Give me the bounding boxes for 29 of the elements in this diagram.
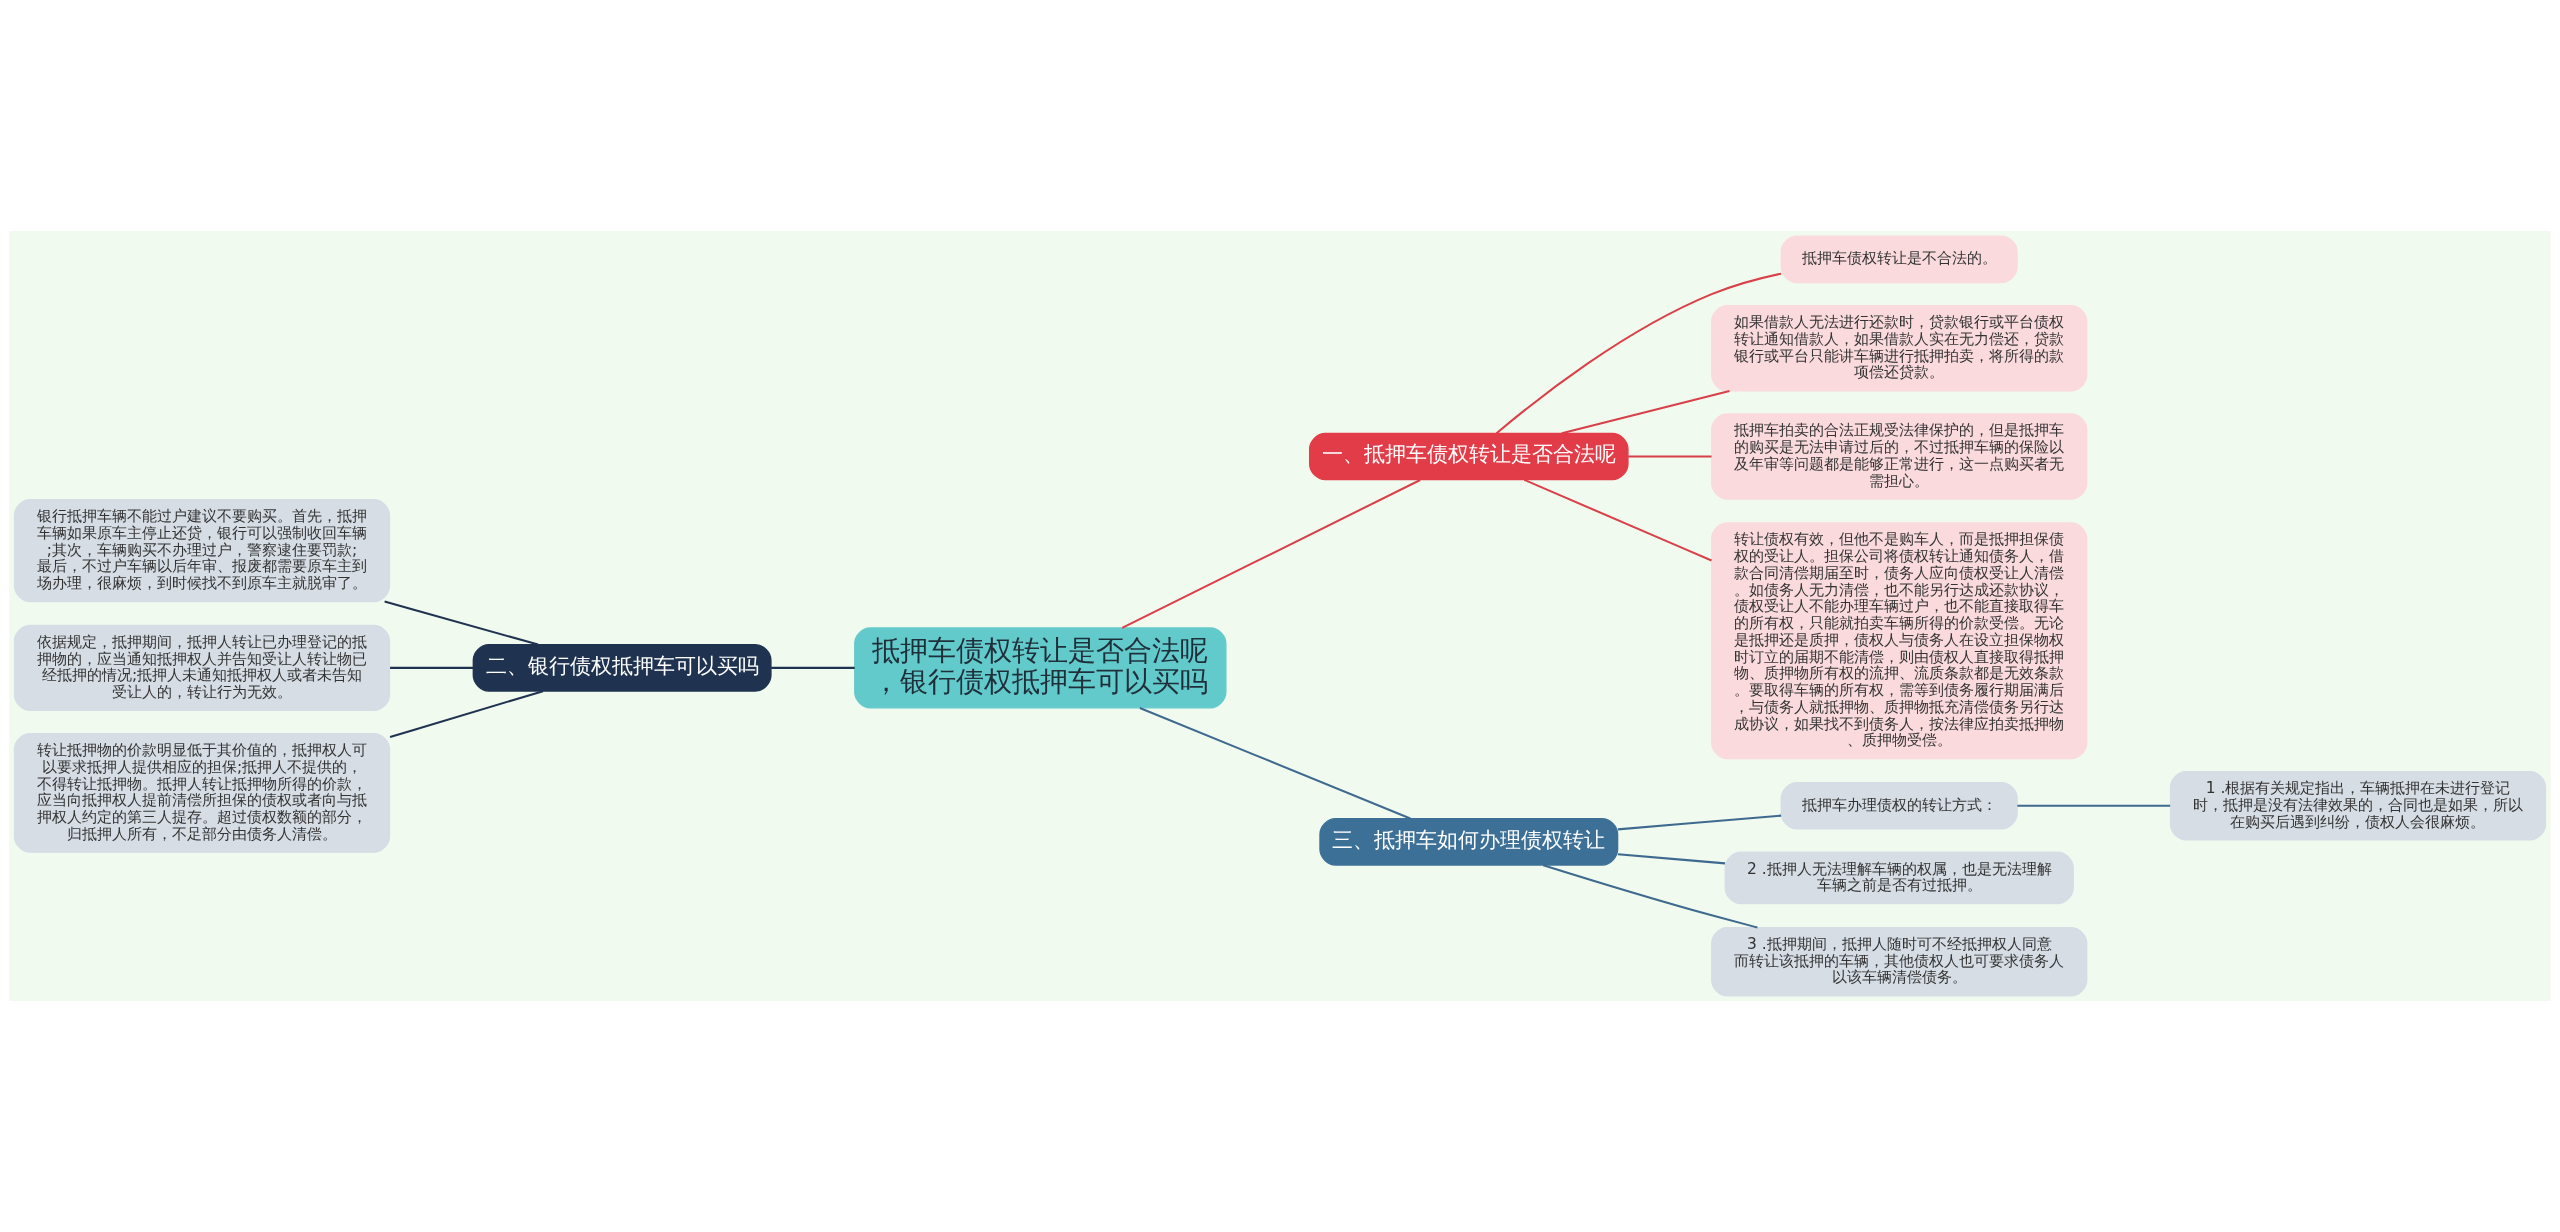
node-box: 一、抵押车债权转让是否合法呢 — [1309, 432, 1629, 481]
node-box: 银行抵押车辆不能过户建议不要购买。首先，抵押车辆如果原车主停止还贷，银行可以强制收回车辆;其次，车辆购买不办理过户，警察逮住要罚款;最后，不过户车辆以后年审、报废都需要原车主到场办理，很麻烦，到时候找不到原车主就脱审了。 — [13, 499, 391, 603]
connector — [1121, 479, 1421, 629]
connector — [390, 666, 474, 669]
node-box: 抵押车办理债权的转让方式： — [1780, 781, 2018, 830]
node-box: 如果借款人无法进行还款时，贷款银行或平台债权转让通知借款人，如果借款人实在无力偿还，贷款银行或平台只能讲车辆进行抵押拍卖，将所得的款项偿还贷款。 — [1711, 305, 2088, 392]
node-box: 抵押车债权转让是否合法呢，银行债权抵押车可以买吗 — [854, 627, 1227, 709]
connector — [1523, 478, 1712, 562]
connector — [2017, 804, 2171, 807]
node-box: 抵押车拍卖的合法正规受法律保护的，但是抵押车的购买是无法申请过后的，不过抵押车辆的保险以及年审等问题都是能够正常进行，这一点购买者无需担心。 — [1711, 413, 2088, 500]
connector — [771, 666, 855, 669]
node-box: 1 .根据有关规定指出，车辆抵押在未进行登记时，抵押是没有法律效果的，合同也是如果，所以在购买后遇到纠纷，债权人会很麻烦。 — [2169, 770, 2547, 841]
node-box: 3 .抵押期间，抵押人随时可不经抵押权人同意而转让该抵押的车辆，其他债权人也可要求债务人以该车辆清偿债务。 — [1711, 926, 2088, 997]
node-box: 转让抵押物的价款明显低于其价值的，抵押权人可以要求抵押人提供相应的担保;抵押人不提供的，不得转让抵押物。抵押人转让抵押物所得的价款，应当向抵押权人提前清偿所担保的债权或者向与抵押权人约定的第三人提存。超过债权数额的部分，归抵押人所有，不足部分由债务人清偿。 — [13, 732, 391, 853]
connector — [389, 690, 544, 738]
node-box: 2 .抵押人无法理解车辆的权属，也是无法理解车辆之前是否有过抵押。 — [1724, 851, 2074, 905]
connector — [384, 600, 539, 646]
connector — [1617, 853, 1726, 865]
node-box: 依据规定，抵押期间，抵押人转让已办理登记的抵押物的，应当通知抵押权人并告知受让人转让物已经抵押的情况;抵押人未通知抵押权人或者未告知受让人的，转让行为无效。 — [13, 624, 391, 712]
connector — [1617, 814, 1782, 831]
node-box: 二、银行债权抵押车可以买吗 — [472, 644, 772, 692]
node-box: 转让债权有效，但他不是购车人，而是抵押担保债权的受让人。担保公司将债权转让通知债务人，借款合同清偿期届至时，债务人应向债权受让人清偿。如债务人无力清偿，也不能另行达成还款协议，债权受让人不能办理车辆过户，也不能直接取得车的所有权，只能就拍卖车辆所得的价款受偿。无论是抵押还是质押，债权人与债务人在设立担保物权时订立的届期不能清偿，则由债权人直接取得抵押物、质押物所有权的流押、流质条款都是无效条款。要取得车辆的所有权，需等到债务履行期届满后，与债务人就抵押物、质押物抵充清偿债务另行达成协议，如果找不到债务人，按法律应拍卖抵押物、质押物受偿。 — [1711, 522, 2088, 760]
connector — [1628, 455, 1712, 458]
connector — [1495, 272, 1782, 435]
node-box: 抵押车债权转让是不合法的。 — [1780, 235, 2018, 284]
node-box: 三、抵押车如何办理债权转让 — [1319, 818, 1619, 866]
connector — [1561, 389, 1730, 435]
connector — [1543, 864, 1758, 929]
connector — [1139, 707, 1411, 820]
